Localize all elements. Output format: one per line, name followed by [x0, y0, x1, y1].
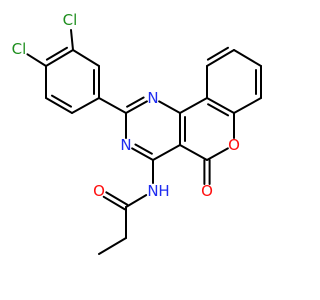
atom-label-cl1: Cl [12, 40, 27, 58]
atom-label-n1: N [147, 89, 158, 107]
bond-double-outer-C5-C6 [45, 97, 73, 114]
bond-double-b-C18-O3 [102, 195, 126, 211]
bond-double-outer-C12-C13 [206, 97, 235, 114]
bond-single-C19-C20 [98, 237, 127, 255]
bond-double-outer-C10-N2 [131, 147, 154, 161]
atom-label-n3: N [147, 182, 158, 200]
bonds-layer [26, 28, 262, 255]
atom-label-cl2: Cl [63, 11, 78, 29]
bond-double-inner-C7-N1 [126, 96, 145, 108]
bond-single-C2-C3 [72, 49, 100, 67]
atom-label-o1: O [201, 182, 213, 200]
atom-n1: N [147, 89, 158, 107]
bond-double-inner-C10-N2 [134, 143, 153, 155]
atom-o1: O [201, 182, 213, 200]
bond-double-outer-C1-C2 [45, 49, 74, 67]
bond-single-C15-C16 [233, 49, 262, 67]
atom-label-o2: O [228, 136, 240, 154]
bond-single-Cl2-C2 [70, 28, 74, 51]
atom-label-n2: N [120, 136, 131, 154]
bond-double-inner-C1-C2 [45, 46, 69, 61]
bond-single-C9-C11 [179, 144, 208, 161]
bond-single-N1-C8 [158, 100, 181, 114]
bond-single-C4-C5 [71, 97, 100, 114]
bond-single-Cl1-C1 [26, 53, 47, 67]
bond-single-C13-C8 [179, 97, 208, 114]
bond-single-C9-C10 [152, 144, 181, 161]
atom-o2: O [228, 136, 240, 154]
atom-label-o3: O [93, 182, 105, 200]
bond-single-C17-C12 [233, 97, 262, 114]
atom-cl2: Cl [63, 11, 78, 29]
bond-single-C4-C7 [98, 97, 127, 114]
bond-double-inner-C12-C13 [207, 103, 230, 117]
bond-single-N3-C18 [125, 194, 148, 208]
bond-double-outer-C14-C15 [206, 49, 235, 67]
bond-double-inner-C5-C6 [50, 94, 73, 108]
bond-double-inner-C14-C15 [206, 46, 230, 61]
atom-hydrogen-n3: H [158, 182, 169, 200]
atom-cl1: Cl [12, 40, 27, 58]
atom-n2: N [120, 136, 131, 154]
atom-o3: O [93, 182, 105, 200]
bond-double-outer-C7-N1 [125, 100, 148, 114]
bond-single-C11-O2 [206, 147, 229, 161]
bond-double-a-C18-O3 [105, 191, 129, 206]
